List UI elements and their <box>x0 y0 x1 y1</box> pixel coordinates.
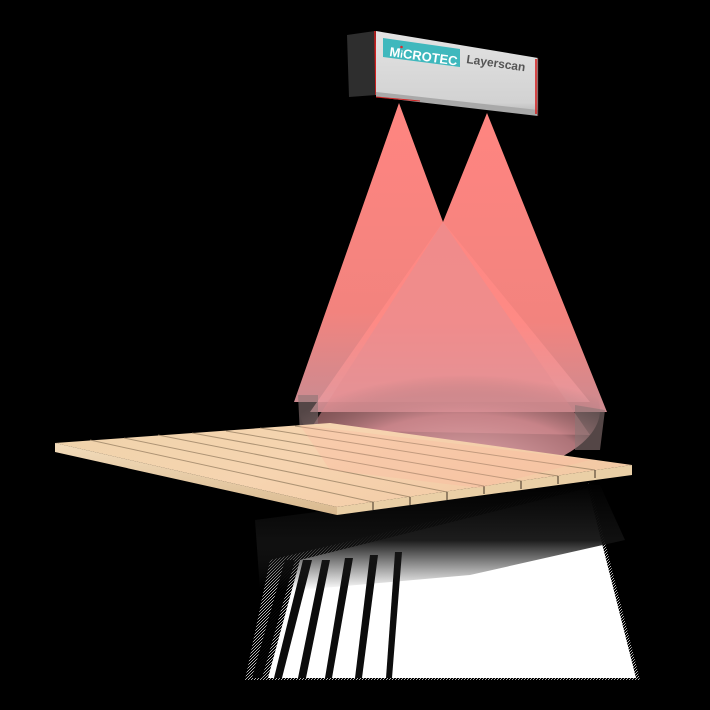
boards-top-surface <box>55 423 632 507</box>
layerscan-sensor: MiCROTEC Layerscan <box>347 30 539 116</box>
boards-front-edge-left <box>55 443 337 515</box>
brand-badge <box>383 38 460 67</box>
light-floor-projection <box>245 480 640 680</box>
laser-beams <box>294 103 607 480</box>
sensor-endcap <box>347 31 376 97</box>
wooden-boards <box>55 423 632 515</box>
brand-dot <box>400 45 403 49</box>
